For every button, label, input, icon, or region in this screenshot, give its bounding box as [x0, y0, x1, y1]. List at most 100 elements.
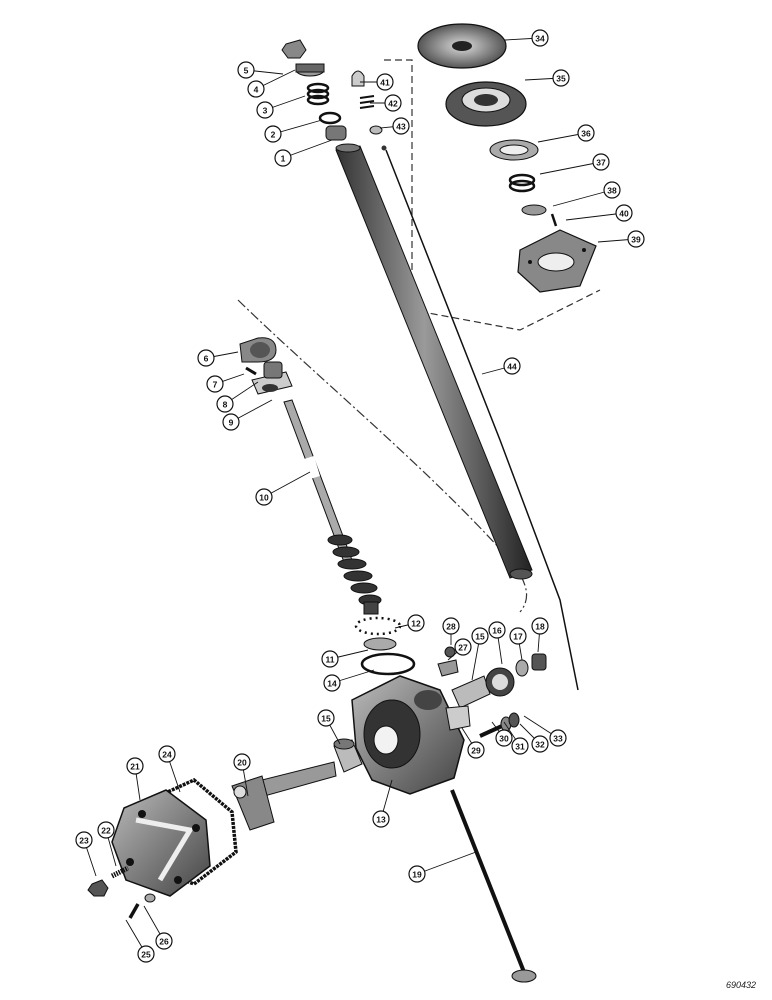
callout-circle-c28 — [442, 617, 460, 635]
callout-leader-c40 — [565, 212, 625, 221]
callout-circle-c27 — [454, 638, 472, 656]
callout-c35: 35 — [524, 69, 570, 87]
callout-circle-c43 — [392, 117, 410, 135]
callout-c21: 21 — [126, 757, 144, 801]
callout-circle-c6 — [197, 349, 215, 367]
callout-leader-c37 — [539, 161, 602, 175]
callout-number-c27: 27 — [458, 643, 468, 653]
callout-number-c23: 23 — [79, 836, 89, 846]
callout-number-c33: 33 — [553, 734, 563, 744]
callout-circle-c21 — [126, 757, 144, 775]
steering-column-tube — [335, 143, 533, 580]
callout-number-c22: 22 — [101, 826, 111, 836]
callout-c23: 23 — [75, 831, 97, 877]
callout-c11: 11 — [321, 649, 369, 668]
ball-bearings — [354, 616, 402, 636]
callout-number-c7: 7 — [213, 380, 218, 390]
callout-circle-c26 — [155, 932, 173, 950]
callout-circle-c1 — [274, 149, 292, 167]
horn-contact-plate — [517, 229, 597, 293]
callout-c2: 2 — [264, 119, 323, 143]
callout-number-c32: 32 — [535, 740, 545, 750]
callout-c15b: 15 — [317, 709, 341, 745]
callout-circle-c15a — [471, 627, 489, 645]
callout-c38: 38 — [552, 181, 621, 207]
callout-number-c17: 17 — [513, 632, 523, 642]
callout-c20: 20 — [233, 753, 251, 797]
callout-circle-c13 — [372, 810, 390, 828]
callout-number-c26: 26 — [159, 937, 169, 947]
callout-circle-c2 — [264, 125, 282, 143]
callout-number-c40: 40 — [619, 209, 629, 219]
adjusting-screw — [110, 865, 130, 879]
lock-nut — [87, 879, 109, 897]
callout-c1: 1 — [274, 139, 333, 167]
callout-number-c1: 1 — [281, 154, 286, 164]
callout-number-c15a: 15 — [475, 632, 485, 642]
cross-shaft-bushing-parts — [451, 653, 547, 709]
callout-number-c25: 25 — [141, 950, 151, 960]
horn-spring — [508, 173, 536, 193]
callout-leader-c1 — [282, 139, 333, 159]
callout-circle-c18 — [531, 617, 549, 635]
callout-number-c28: 28 — [446, 622, 456, 632]
dashed-assembly-line-lower — [237, 299, 528, 613]
callout-c12: 12 — [394, 614, 425, 632]
steering-shaft-worm — [283, 399, 382, 615]
callout-c13: 13 — [372, 779, 393, 828]
callout-number-c15b: 15 — [321, 714, 331, 724]
callout-number-c4: 4 — [254, 85, 259, 95]
callout-number-c39: 39 — [631, 235, 641, 245]
callout-number-c19: 19 — [412, 870, 422, 880]
callout-c37: 37 — [539, 153, 610, 175]
callout-number-c35: 35 — [556, 74, 566, 84]
callout-number-c20: 20 — [237, 758, 247, 768]
callout-circle-c17 — [509, 627, 527, 645]
callout-circle-c16 — [488, 621, 506, 639]
callout-c6: 6 — [197, 349, 239, 367]
callout-c22: 22 — [97, 821, 117, 867]
callout-number-c16: 16 — [492, 626, 502, 636]
horn-cone — [489, 139, 539, 161]
callout-c34: 34 — [504, 29, 549, 47]
steering-wheel-hub — [417, 23, 507, 69]
callout-number-c43: 43 — [396, 122, 406, 132]
callout-number-c5: 5 — [244, 66, 249, 76]
callout-circle-c34 — [531, 29, 549, 47]
callout-number-c31: 31 — [515, 742, 525, 752]
callout-circle-c10 — [255, 488, 273, 506]
callout-circle-c37 — [592, 153, 610, 171]
sector-shaft — [231, 761, 337, 831]
callout-circle-c40 — [615, 204, 633, 222]
callout-c39: 39 — [597, 230, 645, 248]
callout-c25: 25 — [125, 919, 155, 963]
callout-c28: 28 — [442, 617, 460, 645]
callout-circle-c36 — [577, 124, 595, 142]
callout-c32: 32 — [519, 723, 549, 753]
callout-circle-c9 — [222, 413, 240, 431]
callout-circle-c31 — [511, 737, 529, 755]
callout-circle-c15b — [317, 709, 335, 727]
callout-circle-c23 — [75, 831, 93, 849]
callout-c24: 24 — [158, 745, 181, 793]
callout-circle-c14 — [323, 674, 341, 692]
callout-circle-c20 — [233, 753, 251, 771]
callout-number-c18: 18 — [535, 622, 545, 632]
callout-number-c36: 36 — [581, 129, 591, 139]
adjuster-parts — [437, 646, 459, 677]
callout-number-c21: 21 — [130, 762, 140, 772]
callout-circle-c30 — [495, 729, 513, 747]
callout-number-c2: 2 — [271, 130, 276, 140]
horn-wire — [385, 149, 579, 691]
callout-number-c10: 10 — [259, 493, 269, 503]
callout-number-c42: 42 — [388, 99, 398, 109]
callout-number-c13: 13 — [376, 815, 386, 825]
horn-screw — [550, 213, 558, 227]
callout-c10: 10 — [255, 471, 311, 506]
callout-leader-c19 — [416, 851, 477, 875]
callout-c30: 30 — [491, 721, 513, 747]
callout-number-c11: 11 — [326, 655, 335, 665]
callout-number-c9: 9 — [229, 418, 234, 428]
callout-circle-c38 — [603, 181, 621, 199]
